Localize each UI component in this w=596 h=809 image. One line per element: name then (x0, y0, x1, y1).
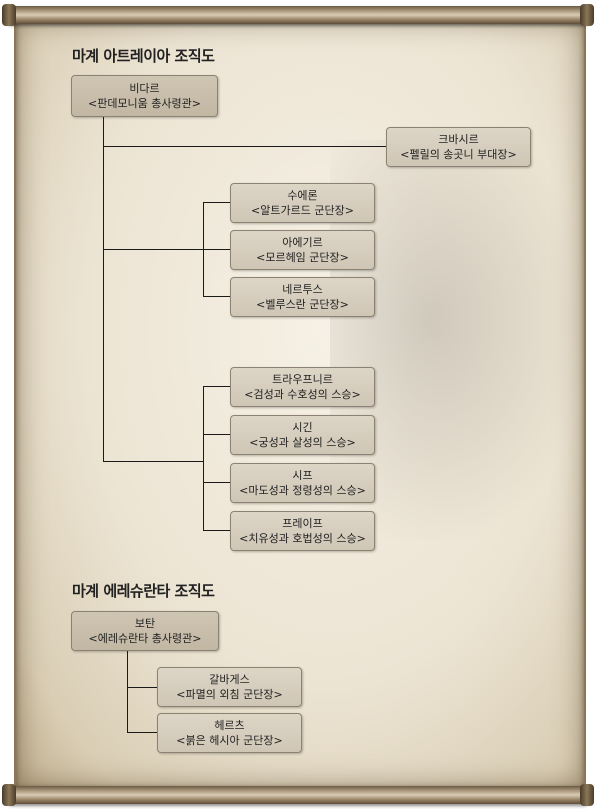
scroll-rod-bottom (2, 784, 594, 806)
node-vidar: 비다르 <판데모니움 총사령관> (71, 75, 218, 117)
node-name: 보탄 (134, 617, 156, 630)
connector-commander-2 (203, 249, 230, 250)
node-name: 아에기르 (282, 236, 323, 249)
connector-master-3 (203, 482, 230, 483)
node-name: 헤르츠 (214, 719, 245, 732)
node-name: 트라우프니르 (272, 373, 333, 386)
node-name: 수에론 (287, 189, 318, 202)
node-role: <알트가르드 군단장> (251, 204, 354, 217)
node-name: 비다르 (129, 82, 160, 95)
node-role: <치유성과 호법성의 스승> (239, 532, 366, 545)
node-freyf: 프레이프 <치유성과 호법성의 스승> (230, 511, 375, 551)
node-sif: 시프 <마도성과 정령성의 스승> (230, 463, 375, 503)
node-role: <모르헤임 군단장> (256, 251, 349, 264)
connector-master-1 (203, 386, 230, 387)
node-name: 크바시르 (438, 133, 479, 146)
node-name: 갈바게스 (209, 673, 250, 686)
scroll-rod-top (2, 4, 594, 26)
connector-master-2 (203, 434, 230, 435)
node-role: <마도성과 정령성의 스승> (239, 484, 366, 497)
connector-kvasir (103, 146, 386, 147)
node-nertus: 네르투스 <벨루스란 군단장> (230, 277, 375, 317)
node-role: <벨루스란 군단장> (256, 298, 349, 311)
node-traufnir: 트라우프니르 <검성과 수호성의 스승> (230, 367, 375, 407)
node-hertz: 헤르츠 <붉은 헤시아 군단장> (157, 713, 302, 753)
node-sueron: 수에론 <알트가르드 군단장> (230, 183, 375, 223)
node-role: <검성과 수호성의 스승> (244, 388, 361, 401)
node-role: <판데모니움 총사령관> (87, 97, 201, 110)
node-name: 시프 (292, 469, 313, 482)
node-role: <펠릴의 송곳니 부대장> (400, 148, 517, 161)
connector-hertz (127, 732, 157, 733)
connector-masters-vertical (203, 386, 204, 530)
node-kvasir: 크바시르 <펠릴의 송곳니 부대장> (386, 127, 531, 167)
node-name: 프레이프 (282, 517, 323, 530)
connector-commander-3 (203, 296, 230, 297)
section-title-ereshranta: 마계 에레슈란타 조직도 (72, 582, 215, 600)
connector-trunk (103, 117, 104, 461)
connector-masters (103, 461, 203, 462)
connector-commanders (103, 249, 203, 250)
connector-master-4 (203, 530, 230, 531)
node-name: 네르투스 (282, 283, 323, 296)
node-aegir: 아에기르 <모르헤임 군단장> (230, 230, 375, 270)
node-role: <붉은 헤시아 군단장> (176, 734, 283, 747)
connector-galvages (127, 687, 157, 688)
node-galvages: 갈바게스 <파멸의 외침 군단장> (157, 667, 302, 707)
connector-trunk-2 (127, 650, 128, 732)
node-votan: 보탄 <에레슈란타 총사령관> (71, 611, 219, 651)
node-name: 시긴 (292, 421, 313, 434)
node-role: <궁성과 살성의 스승> (249, 436, 356, 449)
section-title-atreia: 마계 아트레이아 조직도 (72, 47, 215, 65)
node-sigyn: 시긴 <궁성과 살성의 스승> (230, 415, 375, 455)
node-role: <에레슈란타 총사령관> (88, 632, 202, 645)
connector-commander-1 (203, 202, 230, 203)
node-role: <파멸의 외침 군단장> (176, 688, 283, 701)
